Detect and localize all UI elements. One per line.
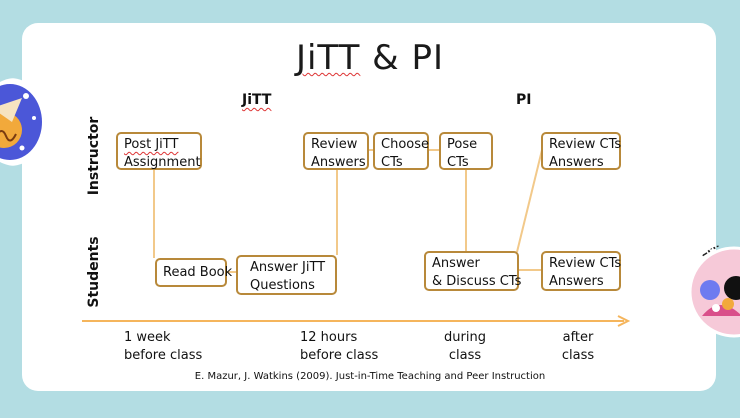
slide-card [22, 23, 716, 391]
timeline-label-2-line1: 12 hours [300, 330, 358, 345]
timeline-label-3-line1: during [444, 330, 486, 345]
timeline-label-3-line2: class [448, 348, 482, 363]
box-review-cts-instr-line1: Review CTs [549, 137, 622, 152]
box-review-answers-line1: Review [311, 137, 358, 152]
box-choose-cts-line2: CTs [381, 155, 403, 170]
box-pose-cts-line1: Pose [447, 137, 478, 152]
left-sticker [0, 78, 50, 166]
box-read-book: Read Book [155, 258, 232, 287]
timeline-label-1-line2: before class [124, 348, 203, 363]
box-review-answers-line2: Answers [311, 155, 366, 170]
box-choose-cts-line1: Choose [381, 137, 429, 152]
timeline-label-1-line1: 1 week [124, 330, 171, 345]
timeline-label-after-class: after class [556, 329, 600, 365]
box-answer-jitt-line1: Answer JiTT [250, 260, 326, 275]
timeline-label-1-week: 1 week before class [124, 329, 202, 365]
title-jitt: JiTT [295, 38, 361, 78]
timeline-arrowhead [617, 315, 631, 327]
box-answer-jitt-questions: Answer JiTT Questions [236, 255, 337, 295]
box-post-jitt-line1: Post JiTT [124, 137, 179, 152]
box-pose-cts: Pose CTs [439, 132, 493, 170]
citation: E. Mazur, J. Watkins (2009). Just-in-Tim… [194, 371, 546, 382]
right-sticker: EMPATHI [688, 244, 740, 340]
box-answer-discuss-line1: Answer [432, 256, 480, 271]
box-review-answers: Review Answers [303, 132, 369, 170]
box-pose-cts-line2: CTs [447, 155, 469, 170]
box-answer-discuss-line2: & Discuss CTs [432, 274, 522, 289]
timeline-label-4-line2: class [561, 348, 595, 363]
box-answer-discuss-cts: Answer & Discuss CTs [424, 251, 522, 291]
timeline-label-4-line1: after [562, 330, 594, 345]
connector-discuss-to-review-instr [516, 149, 543, 253]
box-choose-cts: Choose CTs [373, 132, 429, 170]
box-review-cts-stud-line1: Review CTs [549, 256, 622, 271]
box-post-jitt-assignment: Post JiTT Assignment [116, 132, 202, 170]
title-pi: & PI [360, 38, 445, 78]
section-jitt-label: JiTT [242, 92, 272, 108]
box-review-cts-instr-line2: Answers [549, 155, 604, 170]
box-review-cts-stud-line2: Answers [549, 274, 604, 289]
slide-title: JiTT & PI [0, 38, 740, 78]
box-post-jitt-line2: Assignment [124, 155, 201, 170]
section-jitt-header: JiTT [242, 92, 271, 108]
timeline-label-12-hours: 12 hours before class [300, 329, 378, 365]
box-review-cts-answers-instructor: Review CTs Answers [541, 132, 621, 170]
timeline-label-during-class: during class [440, 329, 490, 365]
box-review-cts-answers-students: Review CTs Answers [541, 251, 621, 291]
section-pi-header: PI [516, 92, 532, 108]
box-answer-jitt-line2: Questions [250, 278, 315, 293]
timeline-label-2-line2: before class [300, 348, 379, 363]
